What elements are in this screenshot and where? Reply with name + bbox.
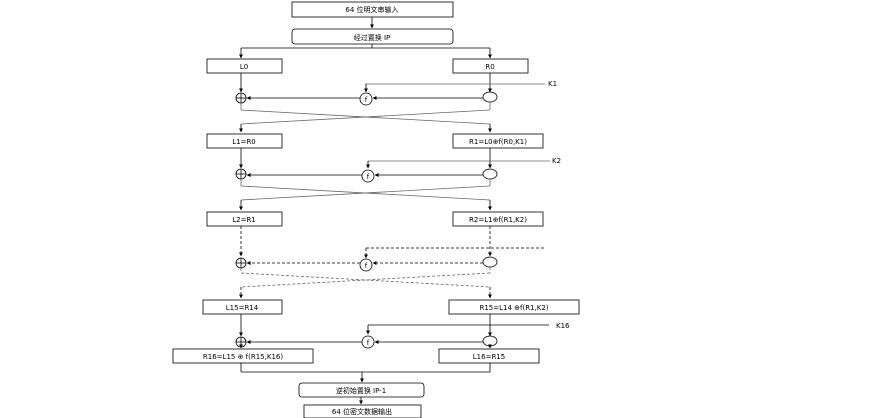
r2-label: R2=L1⊕f(R1,K2) — [469, 216, 527, 224]
inverse-permutation-label: 逆初始置换 IP-1 — [336, 386, 386, 395]
k1-label: K1 — [548, 80, 557, 88]
l1-label: L1=R0 — [232, 138, 256, 146]
r0-box — [452, 58, 529, 74]
ciphertext-output-box — [303, 404, 422, 418]
initial-permutation-label: 经过置换 IP — [354, 33, 391, 42]
f-function-3 — [359, 258, 373, 272]
cross-3-c — [240, 272, 491, 288]
k2-label: K2 — [552, 157, 561, 165]
split-node-2 — [482, 168, 498, 180]
f-label-1: f — [365, 96, 368, 104]
k16-label: K16 — [556, 322, 570, 330]
r16-box — [172, 348, 314, 364]
split-node-3 — [482, 256, 498, 268]
l16-box — [438, 348, 540, 364]
l15-label: L15=R14 — [226, 304, 259, 312]
split-node-16 — [482, 335, 498, 347]
plaintext-input-label: 64 位明文串输入 — [345, 5, 398, 14]
l15-box — [202, 299, 283, 315]
ciphertext-output-label: 64 位密文数据输出 — [332, 407, 392, 416]
inverse-permutation-box — [298, 382, 425, 398]
r1-box — [452, 133, 544, 149]
l1-box — [206, 133, 283, 149]
cross-1-d — [240, 109, 491, 125]
split-node-1 — [482, 91, 498, 103]
f-function-2 — [361, 169, 375, 183]
r15-box — [448, 299, 580, 315]
r1-label: R1=L0⊕f(R0,K1) — [469, 138, 527, 146]
l0-box — [206, 58, 283, 74]
r0-label: R0 — [485, 63, 494, 71]
l2-box — [206, 211, 283, 227]
f-label-16: f — [367, 339, 370, 347]
r15-label: R15=L14 ⊕f(R1,K2) — [479, 304, 548, 312]
r2-box — [452, 211, 544, 227]
cross-2-d — [240, 185, 491, 201]
f-label-3: f — [365, 262, 368, 270]
l0-label: L0 — [240, 63, 248, 71]
l16-label: L16=R15 — [473, 353, 505, 361]
initial-permutation-box — [291, 28, 454, 45]
f-function-1 — [359, 92, 373, 106]
cross-3-d — [240, 272, 491, 288]
f-label-2: f — [367, 173, 370, 181]
r16-label: R16=L15 ⊕ f(R15,K16) — [203, 353, 283, 361]
l2-label: L2=R1 — [232, 216, 256, 224]
plaintext-input-box — [291, 1, 454, 18]
